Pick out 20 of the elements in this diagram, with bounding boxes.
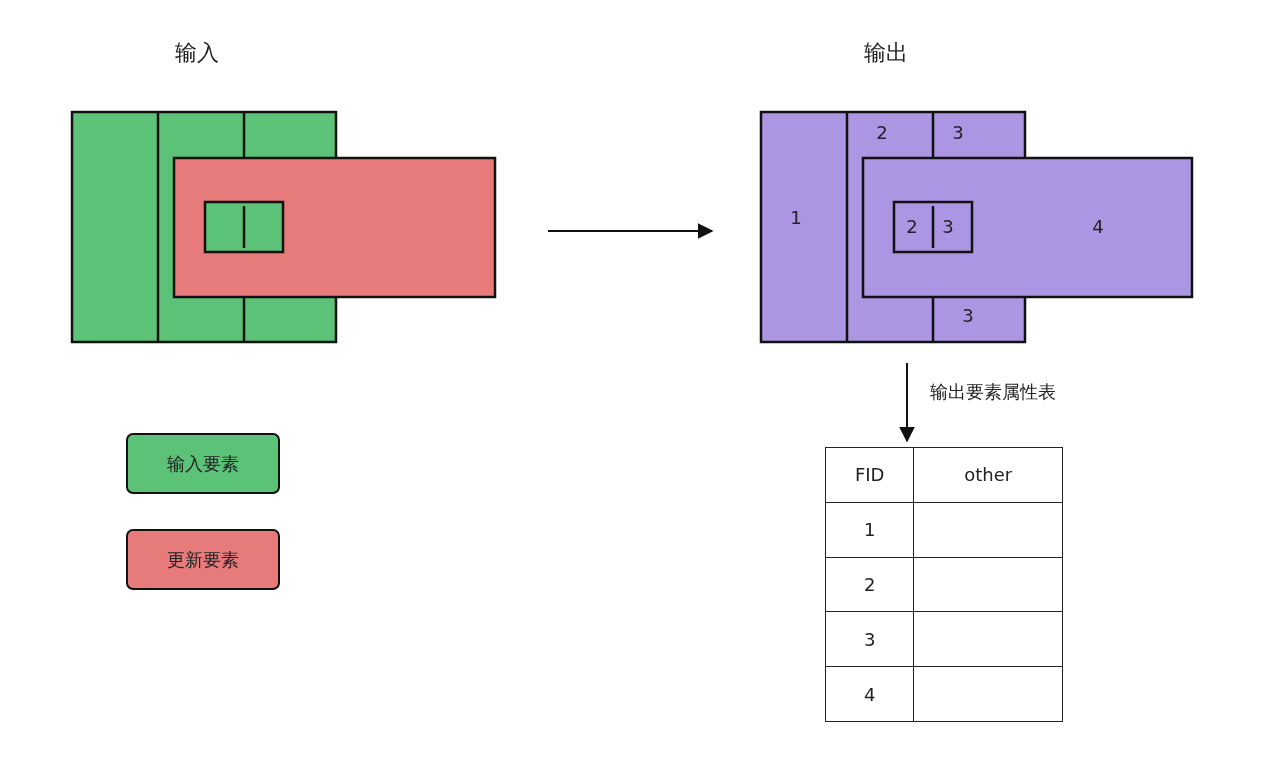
- legend-key: 更新要素: [126, 529, 280, 590]
- table-cell: 2: [825, 557, 914, 612]
- panel-heading: 输入: [175, 39, 219, 67]
- arrow: [899, 362, 915, 443]
- table-cell: 3: [825, 611, 914, 667]
- panel-heading: 输出: [864, 39, 908, 67]
- table-cell: FID: [825, 447, 914, 503]
- table-cell: other: [913, 447, 1063, 503]
- feature-id-label: 1: [790, 208, 802, 228]
- table-cell: 4: [825, 666, 914, 722]
- table-cell: 1: [825, 502, 914, 558]
- feature-id-label: 2: [906, 217, 918, 237]
- arrow: [547, 223, 714, 239]
- feature-id-label: 3: [962, 306, 974, 326]
- feature-id-label: 4: [1092, 217, 1104, 237]
- edge-label: 输出要素属性表: [930, 380, 1056, 404]
- feature-id-label: 2: [876, 123, 888, 143]
- feature-id-label: 3: [942, 217, 954, 237]
- legend-key: 输入要素: [126, 433, 280, 494]
- feature-id-label: 3: [952, 123, 964, 143]
